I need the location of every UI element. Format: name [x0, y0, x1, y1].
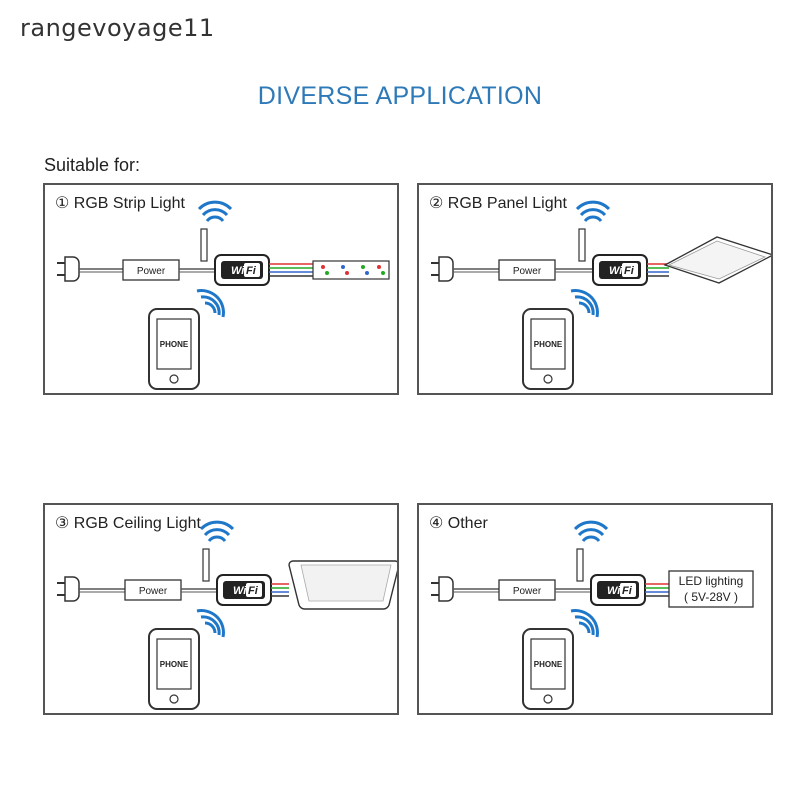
page-title: DIVERSE APPLICATION — [257, 82, 543, 110]
wifi-logo-suffix: Fi — [624, 265, 635, 277]
plug-icon — [431, 256, 454, 282]
wifi-logo-suffix: Fi — [246, 265, 257, 277]
antenna-icon — [200, 228, 208, 262]
rgb-wires — [269, 263, 313, 277]
rgb-panel-icon — [663, 236, 771, 284]
wifi-logo-prefix: Wi — [607, 585, 621, 597]
rgb-ceiling-icon — [288, 560, 397, 610]
led-lighting-label: LED lighting — [679, 574, 744, 588]
antenna-icon — [578, 228, 586, 262]
panel-title: ② RGB Panel Light — [429, 195, 567, 212]
antenna-icon — [202, 548, 210, 582]
diagram-canvas: Power Wi Fi — [431, 200, 771, 390]
wifi-logo-suffix: Fi — [622, 585, 633, 597]
phone-wifi-signal-icon — [196, 289, 225, 318]
panel-other: ④ Other Power Wi Fi — [417, 503, 773, 715]
power-label: Power — [513, 266, 542, 277]
phone-wifi-signal-icon — [570, 289, 599, 318]
phone-icon: PHONE — [148, 308, 200, 390]
panel-title: ① RGB Strip Light — [55, 195, 185, 212]
plug-icon — [57, 256, 80, 282]
plug-icon — [57, 576, 80, 602]
suitable-for-label: Suitable for: — [44, 155, 141, 175]
phone-label: PHONE — [160, 340, 189, 349]
wifi-controller: Wi Fi — [592, 254, 648, 286]
led-voltage-label: ( 5V-28V ) — [684, 590, 738, 604]
phone-label: PHONE — [534, 660, 563, 669]
power-adapter: Power — [498, 579, 556, 601]
wifi-signal-icon — [575, 200, 611, 223]
rgb-wires — [647, 263, 669, 277]
wifi-logo-prefix: Wi — [233, 585, 247, 597]
rgb-wires — [645, 583, 669, 597]
wifi-controller: Wi Fi — [590, 574, 646, 606]
panel-title: ④ Other — [429, 515, 488, 532]
diagram-canvas: Power Wi Fi — [57, 520, 397, 710]
power-label: Power — [139, 586, 168, 597]
power-label: Power — [513, 586, 542, 597]
phone-wifi-signal-icon — [196, 609, 225, 638]
wifi-logo-prefix: Wi — [609, 265, 623, 277]
antenna-icon — [576, 548, 584, 582]
phone-wifi-signal-icon — [570, 609, 599, 638]
watermark: rangevoyage11 — [20, 14, 215, 42]
power-adapter: Power — [122, 259, 180, 281]
rgb-wires — [271, 583, 289, 597]
phone-icon: PHONE — [522, 628, 574, 710]
wifi-controller: Wi Fi — [214, 254, 270, 286]
phone-icon: PHONE — [148, 628, 200, 710]
diagram-canvas: Power Wi Fi — [57, 200, 390, 390]
rgb-strip-icon — [312, 260, 390, 280]
diagram-canvas: Power Wi Fi LED lighting ( 5V-28 — [431, 520, 754, 710]
panel-title: ③ RGB Ceiling Light — [55, 515, 201, 532]
power-adapter: Power — [498, 259, 556, 281]
panel-rgb-panel-light: ② RGB Panel Light Power Wi Fi — [417, 183, 773, 395]
power-label: Power — [137, 266, 166, 277]
phone-icon: PHONE — [522, 308, 574, 390]
wifi-signal-icon — [197, 200, 233, 223]
wifi-signal-icon — [199, 520, 235, 543]
panel-rgb-ceiling-light: ③ RGB Ceiling Light Power Wi Fi — [43, 503, 399, 715]
panel-rgb-strip-light: ① RGB Strip Light Power Wi Fi — [43, 183, 399, 395]
wifi-controller: Wi Fi — [216, 574, 272, 606]
wifi-logo-suffix: Fi — [248, 585, 259, 597]
power-adapter: Power — [124, 579, 182, 601]
led-lighting-box: LED lighting ( 5V-28V ) — [668, 570, 754, 608]
plug-icon — [431, 576, 454, 602]
phone-label: PHONE — [160, 660, 189, 669]
phone-label: PHONE — [534, 340, 563, 349]
wifi-signal-icon — [573, 520, 609, 543]
wifi-logo-prefix: Wi — [231, 265, 245, 277]
